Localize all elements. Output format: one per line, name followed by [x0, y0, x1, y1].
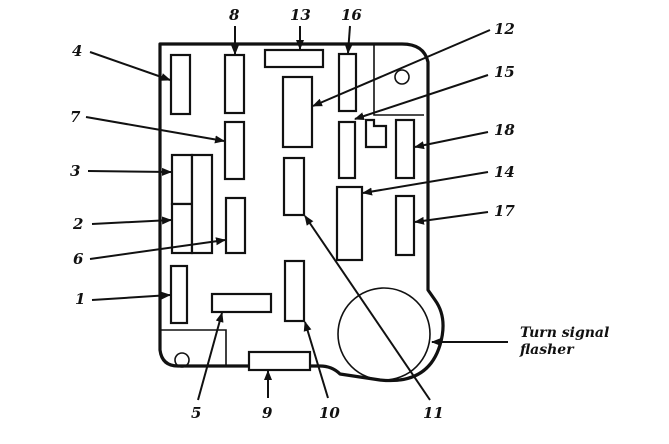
- leader-18: [414, 131, 489, 150]
- relay-small[interactable]: [364, 118, 388, 149]
- flasher-label-line2: flasher: [519, 342, 575, 358]
- leader-12: [312, 29, 491, 107]
- label-16: 16: [341, 6, 362, 24]
- fuse-15[interactable]: [337, 120, 357, 180]
- leader-11: [304, 215, 431, 401]
- label-18: 18: [494, 121, 515, 139]
- label-17: 17: [494, 202, 515, 220]
- leader-7: [85, 116, 225, 144]
- leader-1: [91, 291, 171, 301]
- fuse-3[interactable]: [170, 153, 194, 206]
- leader-15: [354, 74, 489, 120]
- label-12: 12: [494, 20, 515, 38]
- label-5: 5: [191, 404, 201, 422]
- fuse-10[interactable]: [283, 259, 306, 323]
- fuse-17[interactable]: [394, 194, 416, 257]
- leader-16: [344, 25, 353, 54]
- flasher-label-line1: Turn signal: [520, 325, 609, 341]
- fuse-12[interactable]: [281, 75, 314, 149]
- label-13: 13: [290, 6, 311, 24]
- label-6: 6: [73, 250, 84, 268]
- fuse-3-2-block[interactable]: [190, 153, 214, 255]
- leader-14: [362, 171, 489, 196]
- fuse-7[interactable]: [223, 120, 246, 181]
- mounting-hole-top: [394, 69, 410, 85]
- fuse-4[interactable]: [169, 53, 192, 116]
- fuse-18[interactable]: [394, 118, 416, 180]
- panel-outline: [158, 42, 445, 383]
- fuse-9[interactable]: [247, 350, 312, 372]
- leader-4: [89, 51, 171, 81]
- label-11: 11: [423, 404, 444, 422]
- label-1: 1: [75, 290, 85, 308]
- fuse-6[interactable]: [224, 196, 247, 255]
- panel-divider-bottom-left: [160, 329, 227, 366]
- label-15: 15: [494, 63, 515, 81]
- label-9: 9: [262, 404, 273, 422]
- label-2: 2: [72, 215, 83, 233]
- leader-5: [197, 312, 224, 401]
- label-3: 3: [70, 162, 80, 180]
- leader-17: [414, 211, 489, 225]
- mounting-hole-bottom: [174, 352, 190, 368]
- label-10: 10: [319, 404, 340, 422]
- fuse-14[interactable]: [335, 185, 364, 262]
- leader-6: [89, 237, 226, 260]
- fuse-13[interactable]: [263, 48, 325, 69]
- leader-3: [87, 167, 172, 176]
- leader-2: [91, 216, 172, 225]
- fuse-8[interactable]: [223, 53, 246, 115]
- label-7: 7: [70, 108, 81, 126]
- fuse-11[interactable]: [282, 156, 306, 217]
- fuse-1[interactable]: [169, 264, 189, 325]
- turn-signal-flasher: [337, 287, 431, 381]
- label-4: 4: [72, 42, 82, 60]
- leader-10: [303, 321, 329, 399]
- panel-divider-top-right: [373, 44, 424, 116]
- label-14: 14: [494, 163, 515, 181]
- fuse-16[interactable]: [337, 52, 358, 113]
- fuse-5[interactable]: [210, 292, 273, 314]
- label-8: 8: [229, 6, 240, 24]
